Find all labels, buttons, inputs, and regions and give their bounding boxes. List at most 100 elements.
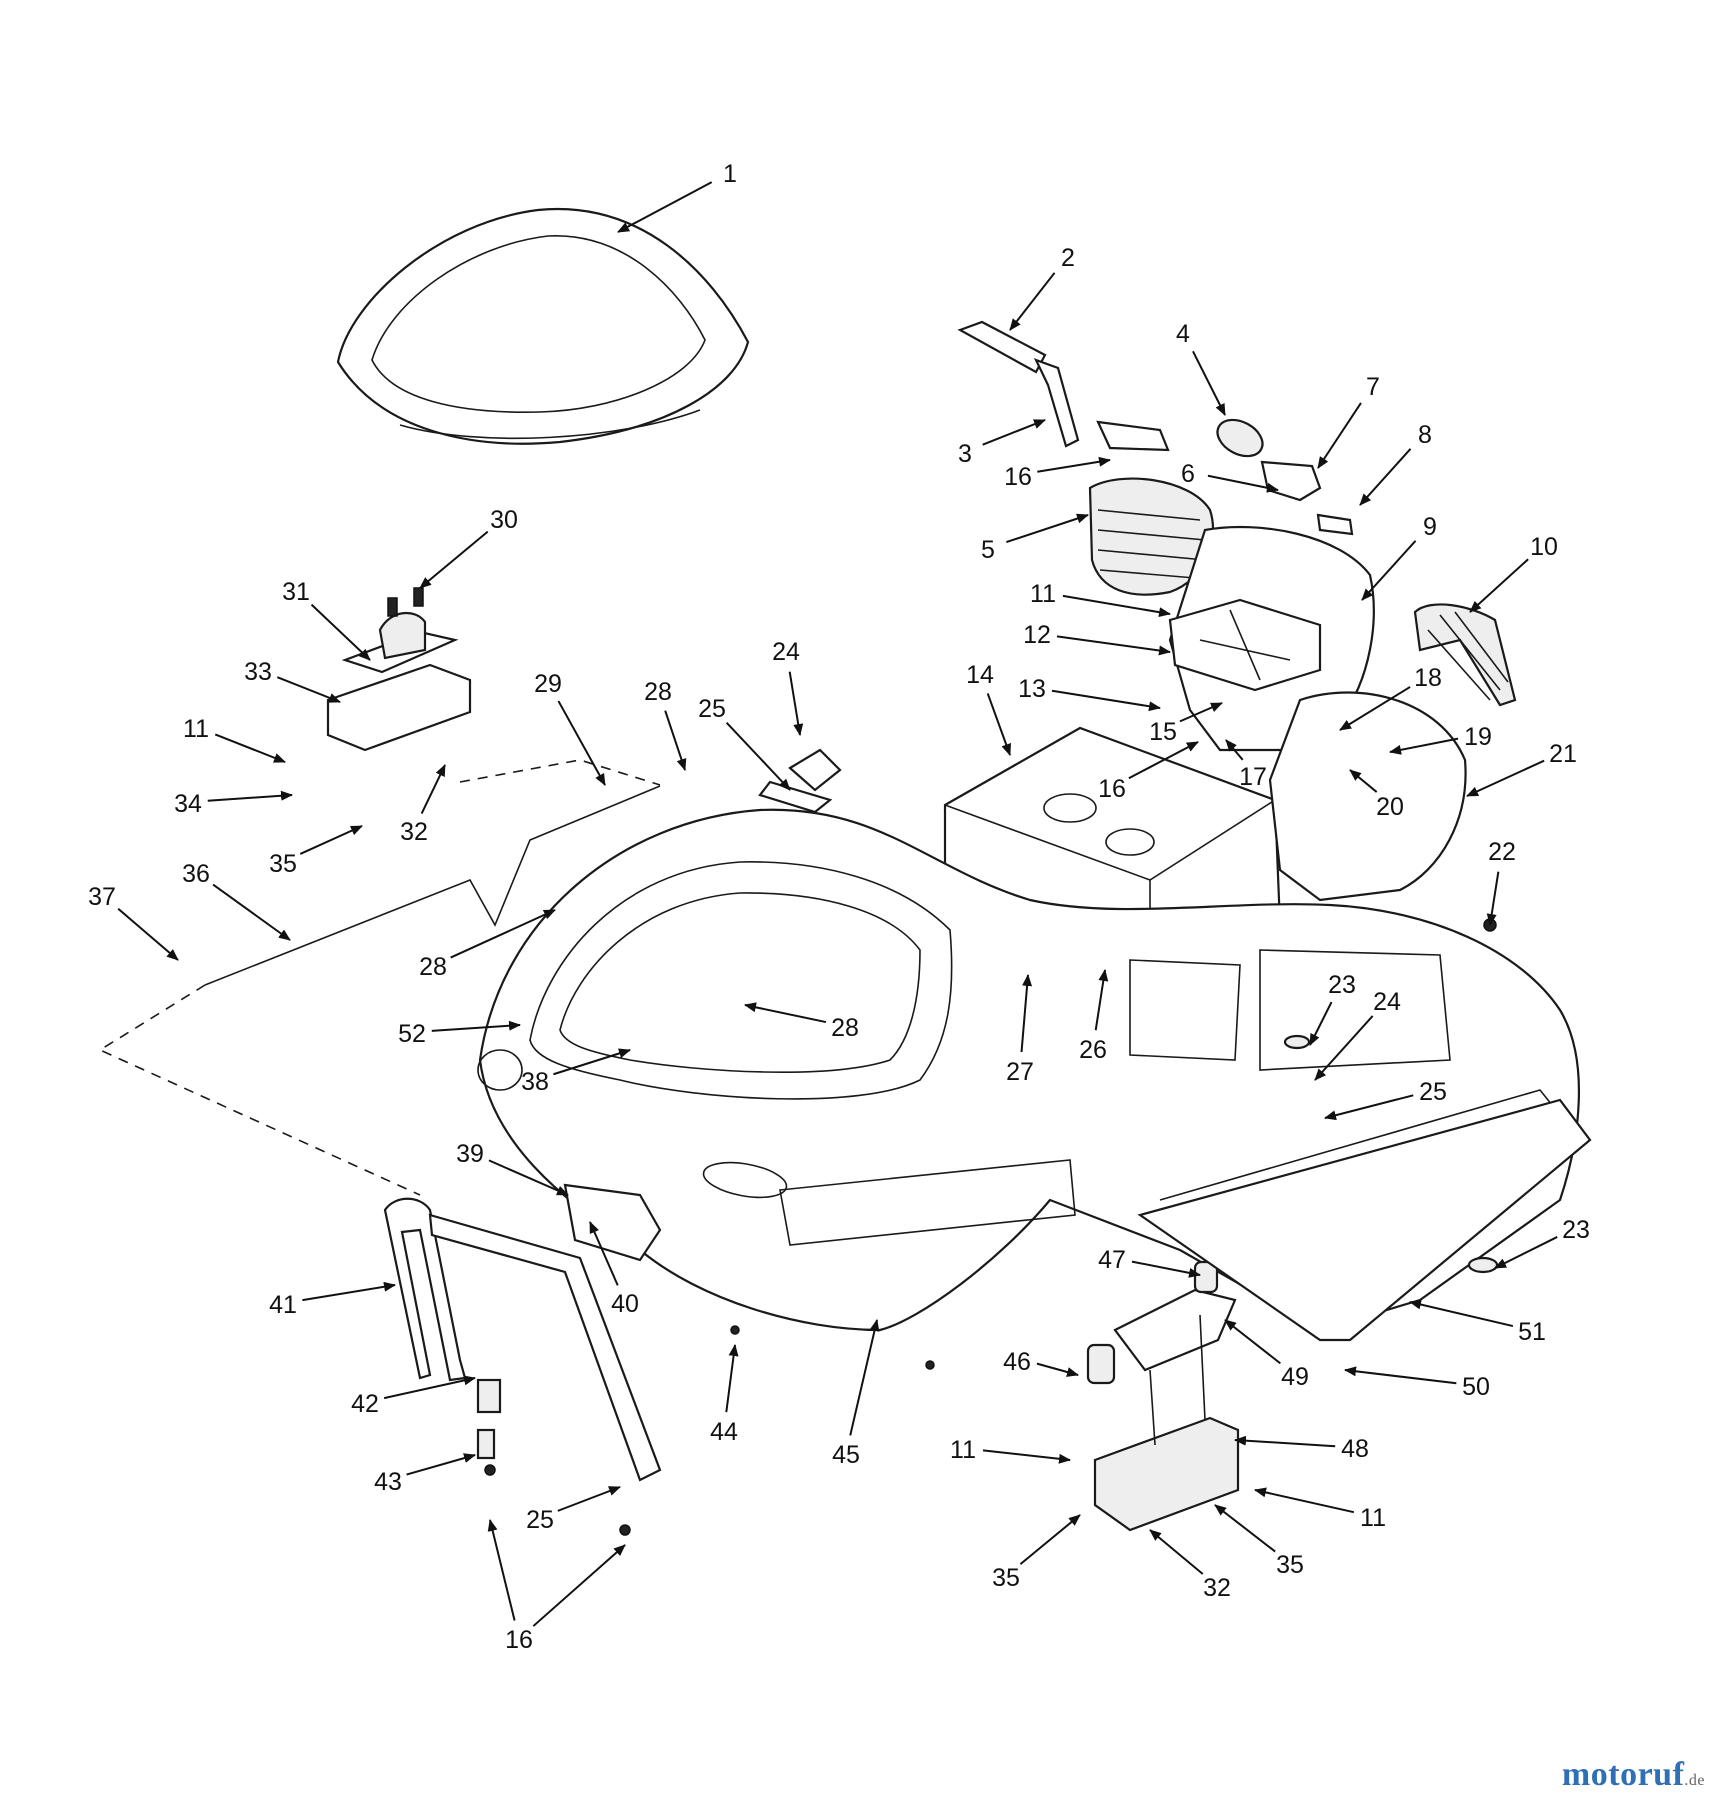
callout-leader-line [1314,1015,1374,1081]
watermark-suffix: .de [1684,1772,1705,1789]
callout-number: 17 [1239,763,1267,791]
callout-number: 43 [374,1468,402,1496]
callout-number: 15 [1149,718,1177,746]
callout-number: 11 [1030,580,1056,608]
callout-number: 3 [958,440,972,468]
callout-leader-line [557,700,606,786]
callout-number: 32 [1203,1574,1231,1602]
callout-number: 48 [1341,1435,1369,1463]
callout-leader-line [406,1453,476,1476]
callout-leader-line [744,1002,827,1024]
callout-leader-line [1234,1435,1336,1448]
callout-number: 44 [710,1418,738,1446]
callout-leader-line [1131,1260,1201,1278]
callout-number: 28 [831,1014,859,1042]
callout-number: 22 [1488,838,1516,866]
callout-leader-line [488,1159,569,1196]
callout-number: 52 [398,1020,426,1048]
callout-number: 46 [1003,1348,1031,1376]
rear-panel-part [1137,1098,1592,1342]
callout-leader-line [419,530,489,589]
callout-number: 41 [269,1291,297,1319]
callout-number: 2 [1061,244,1075,272]
callout-number: 29 [534,670,562,698]
latch-bracket-part [563,1183,662,1262]
callout-leader-line [1009,272,1056,331]
left-bracket-part [326,587,472,752]
callout-leader-line [1324,1094,1414,1121]
callout-number: 51 [1518,1318,1546,1346]
callout-number: 25 [1419,1078,1447,1106]
callout-leader-line [1466,759,1545,797]
callout-number: 5 [981,536,995,564]
fender-panel-part [1268,691,1467,902]
callout-number: 25 [698,695,726,723]
callout-leader-line [1149,1529,1204,1575]
callout-number: 16 [505,1626,533,1654]
callout-number: 20 [1376,793,1404,821]
callout-leader-line [1225,739,1244,761]
callout-number: 37 [88,883,116,911]
callout-leader-line [1036,1362,1079,1377]
callout-leader-line [532,1544,626,1627]
callout-leader-line [212,883,291,941]
callout-leader-line [1494,1236,1558,1269]
callout-number: 35 [269,850,297,878]
callout-leader-line [1349,769,1378,793]
callout-leader-line [1469,558,1529,613]
callout-number: 47 [1098,1246,1126,1274]
callout-number: 40 [611,1290,639,1318]
callout-leader-line [1056,635,1171,656]
callout-leader-line [431,1020,521,1032]
callout-leader-line [1094,969,1109,1031]
front-bumper-part [383,1197,662,1482]
callout-leader-line [487,1519,516,1621]
callout-number: 21 [1549,740,1577,768]
link-rods-part [98,759,661,1196]
callout-number: 19 [1464,723,1492,751]
callout-number: 8 [1418,421,1432,449]
callout-number: 24 [1373,988,1401,1016]
callout-number: 36 [182,860,210,888]
callout-number: 16 [1098,775,1126,803]
callout-leader-line [1062,594,1171,618]
callout-leader-line [420,764,446,814]
callout-leader-line [849,1319,880,1436]
callout-leader-line [1006,513,1089,544]
callout-leader-line [1344,1366,1457,1385]
callout-number: 25 [526,1506,554,1534]
lever-part [957,320,1080,448]
callout-number: 14 [966,661,994,689]
shift-knob-part [1216,418,1354,536]
callout-number: 24 [772,638,800,666]
callout-number: 11 [950,1436,976,1464]
callout-leader-line [1020,974,1033,1053]
callout-number: 23 [1562,1216,1590,1244]
callout-leader-line [1192,350,1226,416]
seat-part [336,207,750,445]
callout-number: 31 [282,578,310,606]
callout-leader-line [725,721,791,791]
callout-number: 11 [1360,1504,1386,1532]
callout-leader-line [1361,540,1417,601]
callout-number: 9 [1423,513,1437,541]
callout-number: 35 [1276,1551,1304,1579]
callout-leader-line [1409,1299,1514,1328]
callout-number: 27 [1006,1058,1034,1086]
callout-leader-line [1486,871,1500,926]
callout-number: 12 [1023,621,1051,649]
callout-number: 34 [174,790,202,818]
callout-number: 26 [1079,1036,1107,1064]
callout-number: 32 [400,818,428,846]
callout-leader-line [664,710,687,771]
callout-number: 16 [1004,463,1032,491]
callout-number: 28 [644,678,672,706]
callout-number: 38 [521,1068,549,1096]
callout-number: 13 [1018,675,1046,703]
callout-leader-line [1359,448,1412,506]
callout-leader-line [302,1281,396,1302]
callout-leader-line [617,181,713,233]
callout-leader-line [1214,1504,1276,1553]
callout-number: 4 [1176,320,1190,348]
